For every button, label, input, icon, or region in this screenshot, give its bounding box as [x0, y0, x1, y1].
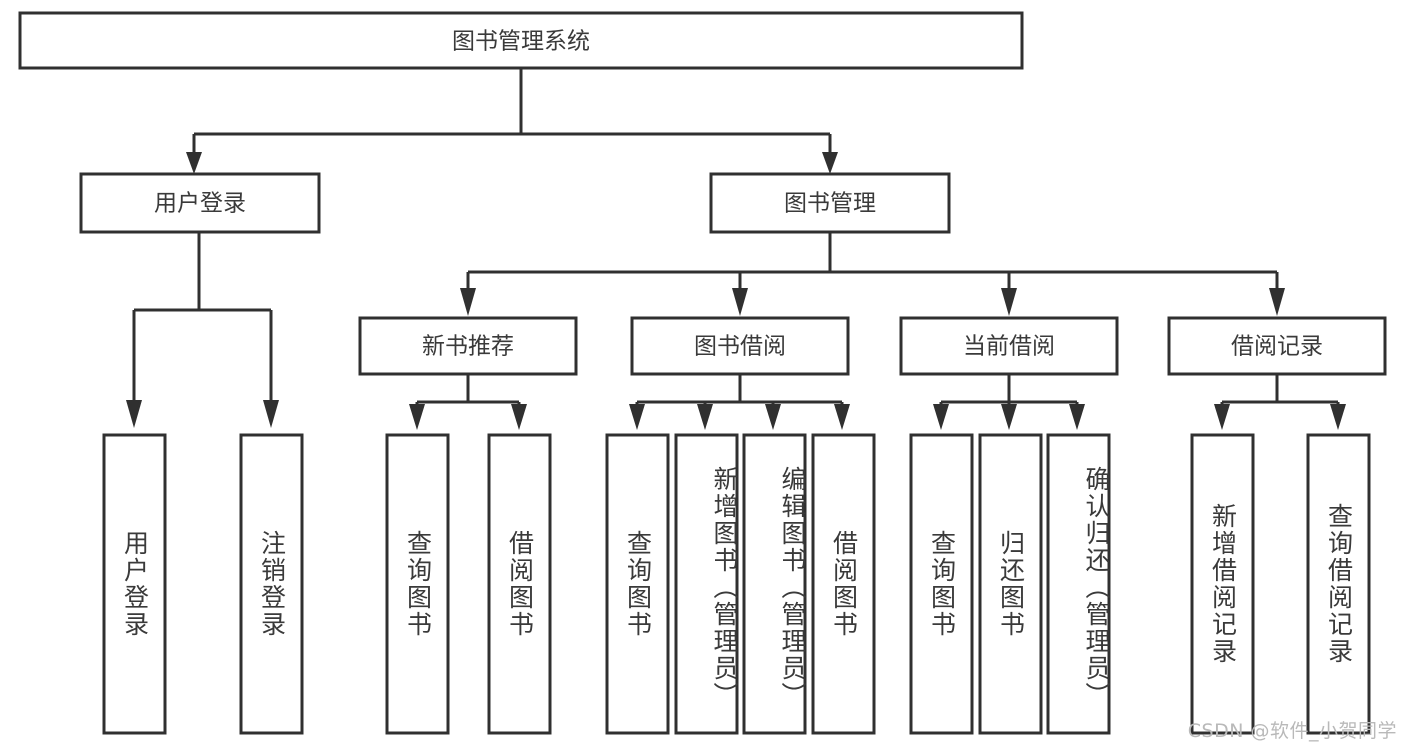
leaf-box-current-borrow-3[interactable]: [1046, 433, 1111, 735]
node-current-borrow-label: 当前借阅: [963, 334, 1055, 360]
connector-group-borrow-record: [1214, 374, 1346, 430]
node-borrow-record-label: 借阅记录: [1231, 334, 1323, 360]
leaf-box-new-book-2[interactable]: [487, 433, 552, 735]
connector-group-book-borrow: [629, 374, 850, 430]
leaf-box-current-borrow-2[interactable]: [978, 433, 1043, 735]
leaf-box-borrow-record-2[interactable]: [1306, 433, 1371, 735]
arrow-head-leaf-bb-3: [765, 404, 781, 430]
arrow-head-leaf-bb-1: [629, 404, 645, 430]
node-root-book-management-system[interactable]: [18, 11, 1024, 70]
leaf-box-book-borrow-1[interactable]: [605, 433, 670, 735]
connector-group-root: [186, 68, 838, 174]
connector-group-new-book: [409, 374, 527, 430]
arrow-head-book-borrow: [732, 288, 748, 316]
csdn-watermark: CSDN @软件_小贺同学: [1187, 720, 1397, 742]
leaf-box-user-login-1[interactable]: [102, 433, 167, 735]
connector-group-user-login: [126, 232, 279, 428]
node-current-borrow[interactable]: [899, 316, 1119, 376]
node-book-borrow[interactable]: [630, 316, 850, 376]
node-user-login[interactable]: [79, 172, 321, 234]
arrow-head-book-manage: [822, 152, 838, 174]
arrow-head-user-login: [186, 152, 202, 174]
arrow-head-leaf-cb-1: [933, 404, 949, 430]
leaf-box-user-login-2[interactable]: [239, 433, 304, 735]
arrow-head-leaf-bb-2: [697, 404, 713, 430]
arrow-head-current-borrow: [1001, 288, 1017, 316]
leaf-box-borrow-record-1[interactable]: [1190, 433, 1255, 735]
node-borrow-record[interactable]: [1167, 316, 1387, 376]
node-book-management[interactable]: [709, 172, 951, 234]
arrow-head-leaf-nb-2: [511, 404, 527, 430]
arrow-head-borrow-record: [1269, 288, 1285, 316]
arrow-head-new-book: [460, 288, 476, 316]
leaf-box-current-borrow-1[interactable]: [909, 433, 974, 735]
node-root-label: 图书管理系统: [452, 29, 590, 55]
arrow-head-leaf-ul-2: [263, 400, 279, 428]
arrow-head-leaf-cb-2: [1001, 404, 1017, 430]
leaf-box-book-borrow-2[interactable]: [674, 433, 739, 735]
connector-group-book-manage: [460, 232, 1285, 316]
node-user-login-label: 用户登录: [154, 191, 246, 217]
node-book-borrow-label: 图书借阅: [694, 334, 786, 360]
arrow-head-leaf-br-1: [1214, 404, 1230, 430]
arrow-head-leaf-nb-1: [409, 404, 425, 430]
arrow-head-leaf-bb-4: [834, 404, 850, 430]
node-new-book-recommend[interactable]: [358, 316, 578, 376]
connector-group-current-borrow: [933, 374, 1085, 430]
leaf-box-book-borrow-4[interactable]: [811, 433, 876, 735]
node-new-book-recommend-label: 新书推荐: [422, 334, 514, 360]
arrow-head-leaf-cb-3: [1069, 404, 1085, 430]
arrow-head-leaf-br-2: [1330, 404, 1346, 430]
leaf-box-new-book-1[interactable]: [385, 433, 450, 735]
node-book-management-label: 图书管理: [784, 191, 876, 217]
arrow-head-leaf-ul-1: [126, 400, 142, 428]
leaf-box-book-borrow-3[interactable]: [742, 433, 807, 735]
